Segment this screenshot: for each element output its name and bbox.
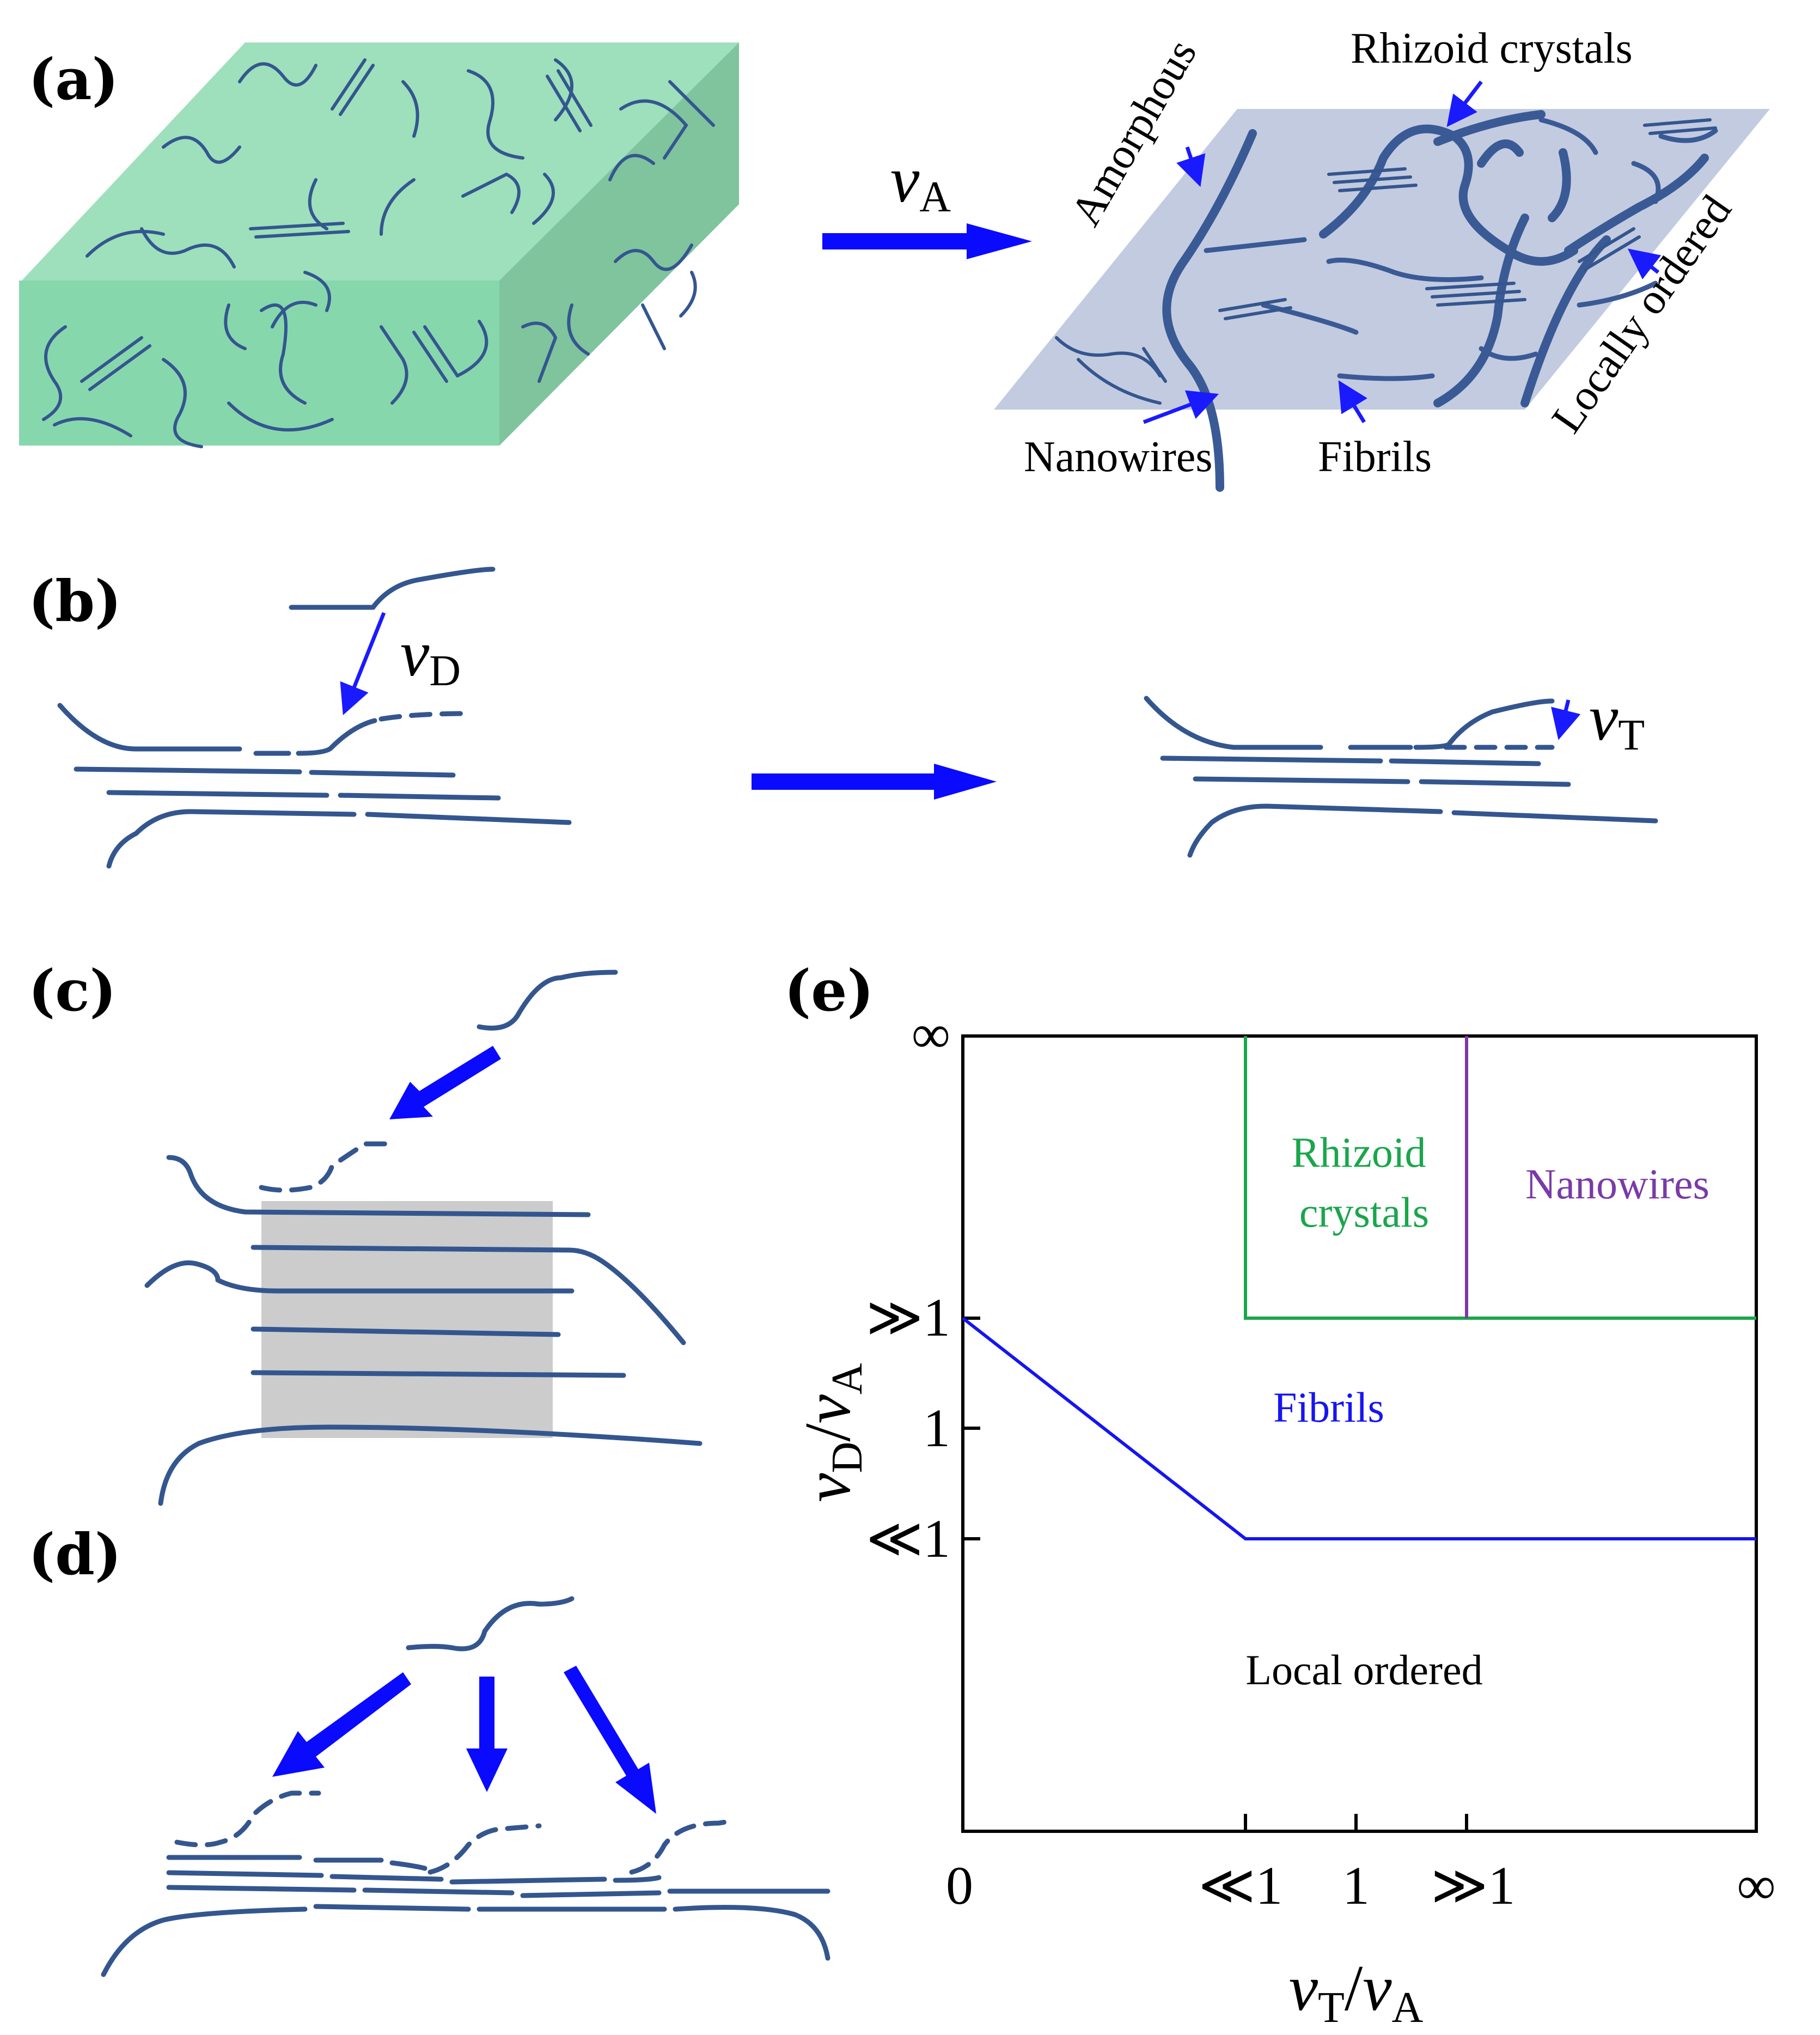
arrow-va-head <box>967 223 1032 259</box>
y-axis-ticks: ∞ ≫1 1 ≪1 <box>866 1004 980 1569</box>
y-tick-3: ≪1 <box>866 1508 950 1569</box>
label-vt: vT <box>1589 681 1645 759</box>
x-tick-3: ≫1 <box>1431 1855 1516 1916</box>
x-tick-2: 1 <box>1342 1855 1370 1916</box>
film-structures <box>1055 110 1718 492</box>
x-axis-title: vT/vA <box>1289 1952 1424 2032</box>
region-nanowires: Nanowires <box>1525 1160 1709 1208</box>
arrow-va: vA <box>822 143 1032 259</box>
region-fibrils: Fibrils <box>1273 1384 1384 1431</box>
panel-b: (b) vD <box>28 566 1658 869</box>
arrow-b-head <box>934 764 997 800</box>
block-chains <box>42 58 715 448</box>
panel-d-label: (d) <box>28 1521 121 1588</box>
label-vd: vD <box>400 617 461 695</box>
y-tick-0: ∞ <box>912 1004 950 1064</box>
y-tick-2: 1 <box>923 1398 950 1458</box>
x-axis-ticks: 0 ≪1 1 ≫1 ∞ <box>946 1814 1776 1916</box>
panel-c-label: (c) <box>28 957 117 1024</box>
pointer-nanowires <box>1143 390 1219 424</box>
x-tick-1: ≪1 <box>1199 1855 1283 1916</box>
arrow-vd <box>340 612 386 715</box>
region-rhizoid-line2: crystals <box>1299 1189 1429 1236</box>
arrow-va-shaft <box>822 233 969 249</box>
panel-a-label: (a) <box>28 46 119 113</box>
pointer-locally-ordered <box>1627 248 1662 279</box>
block-side-face <box>499 42 739 446</box>
block-top-face <box>22 42 739 281</box>
arrow-c <box>389 1046 501 1119</box>
panel-c: (c) <box>28 957 703 1506</box>
pointer-amorphous <box>1176 146 1206 187</box>
plot-frame <box>961 1034 1758 1833</box>
panel-d: (d) <box>28 1521 830 1977</box>
pointer-fibrils <box>1338 380 1367 423</box>
arrow-b-shaft <box>752 773 937 790</box>
y-axis-title: vD/vA <box>791 1363 871 1502</box>
arrow-va-label: vA <box>890 143 951 221</box>
rhizoid-boundary <box>1244 1036 1756 1320</box>
arrow-vt <box>1551 699 1581 740</box>
y-tick-1: ≫1 <box>866 1287 950 1348</box>
fibril-boundary <box>962 1317 1756 1540</box>
x-tick-4: ∞ <box>1737 1855 1775 1916</box>
region-rhizoid-line1: Rhizoid <box>1292 1129 1426 1176</box>
pointer-rhizoid <box>1446 80 1483 127</box>
arrow-b <box>752 764 997 800</box>
amorphous-block <box>19 42 739 448</box>
region-local-ordered: Local ordered <box>1245 1646 1482 1693</box>
panel-e-label: (e) <box>784 957 874 1024</box>
arrow-d-left <box>272 1672 411 1777</box>
block-front-face <box>19 281 499 446</box>
panel-b-label: (b) <box>28 568 121 635</box>
label-rhizoid-crystals: Rhizoid crystals <box>1351 25 1633 72</box>
nucleus-region <box>261 1201 553 1438</box>
panel-e: (e) ∞ ≫1 1 ≪1 0 ≪1 1 ≫1 ∞ Rhiz <box>784 957 1776 2032</box>
x-tick-0: 0 <box>946 1855 973 1916</box>
thin-film <box>994 80 1770 492</box>
panel-b-left: vD <box>57 566 572 869</box>
label-fibrils: Fibrils <box>1318 433 1432 481</box>
arrow-d-middle <box>466 1677 508 1792</box>
panel-b-right: vT <box>1144 681 1658 858</box>
panel-a: (a) <box>19 25 1770 492</box>
arrow-d-right <box>564 1666 656 1814</box>
label-nanowires: Nanowires <box>1024 433 1213 481</box>
